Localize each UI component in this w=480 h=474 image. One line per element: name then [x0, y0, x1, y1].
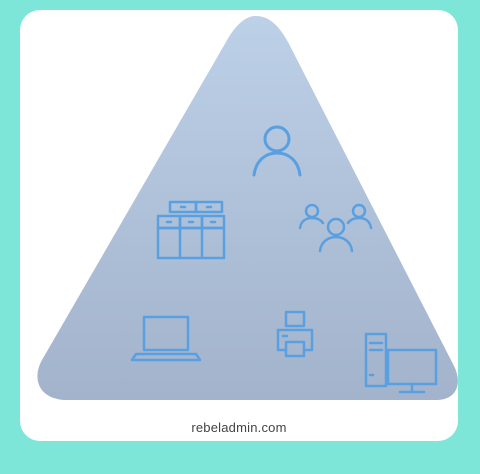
laptop-icon [130, 315, 202, 362]
site-url-text: rebeladmin.com [191, 420, 287, 435]
triangle-shape [37, 16, 458, 400]
directory-objects-diagram [37, 16, 458, 400]
server-rack-icon [156, 200, 226, 260]
desktop-computer-icon [364, 332, 438, 394]
diagram-card: rebeladmin.com [20, 10, 458, 441]
user-group-icon [298, 203, 373, 253]
printer-icon [276, 310, 314, 358]
user-icon [252, 125, 302, 177]
